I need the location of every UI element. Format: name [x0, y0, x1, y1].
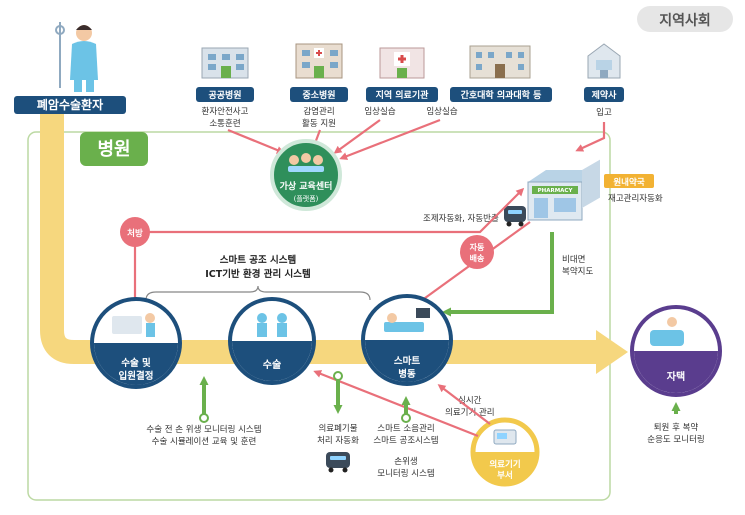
institution-name-0: 공공병원: [208, 89, 241, 101]
ward-note-line1: 스마트 소음관리: [377, 423, 434, 434]
device-note-line2: 의료기기 관리: [445, 407, 495, 418]
institution-note-4: 입고: [596, 108, 612, 118]
hospital-label: 병원: [97, 139, 130, 160]
device-icon: [493, 429, 517, 445]
region-label: 지역사회: [659, 12, 711, 29]
presurgery-note-line1: 수술 전 손 위생 모니터링 시스템: [146, 424, 261, 435]
stage-ward-line2: 병동: [398, 368, 416, 380]
stage-admission-line2: 입원결정: [119, 370, 154, 382]
waste-note-line2: 처리 자동화: [317, 436, 359, 446]
stage-surgery-line1: 수술: [263, 358, 281, 371]
patient-label-badge: [14, 96, 126, 114]
stage-home: [630, 305, 722, 397]
region-badge: [637, 6, 733, 32]
stage-admission-line1: 수술 및: [121, 357, 151, 369]
systems-line1: 스마트 공조 시스템: [220, 254, 297, 266]
hand-note-line1: 손위생: [394, 456, 417, 467]
systems-bracket: [145, 285, 371, 301]
pharmacy-badge-label: 원내약국: [613, 177, 644, 188]
auto-delivery-node: [460, 235, 494, 269]
institution-college: [469, 45, 531, 79]
home-note-line1: 퇴원 후 복약: [654, 422, 699, 433]
pharmacy-badge: [604, 174, 654, 188]
institution-name-1: 중소병원: [302, 89, 335, 101]
virtual-center-line1: 가상 교육센터: [280, 180, 333, 192]
stage-home-line1: 자택: [667, 370, 685, 383]
green-node-presurgery: [199, 413, 209, 423]
institution-note-2: 임상실습: [364, 106, 395, 117]
patient-flow-arrow: [40, 110, 598, 364]
ward-note-line2: 스마트 공조시스템: [373, 435, 438, 446]
institution-small-hospital: [295, 43, 343, 79]
auto-delivery-line2: 배송: [470, 253, 485, 263]
stage-admission: [90, 297, 182, 389]
hand-note-line2: 모니터링 시스템: [377, 468, 434, 479]
waste-robot-icon: [326, 452, 350, 473]
institution-note-1b: 활동 지원: [302, 118, 336, 129]
prescription-node: [120, 217, 150, 247]
presurgery-note-line2: 수술 시뮬레이션 교육 및 훈련: [152, 436, 257, 447]
institution-name-3: 간호대학 의과대학 등: [461, 89, 542, 101]
virtual-center-line2: (플랫폼): [294, 194, 319, 203]
device-dept-fill: [475, 452, 535, 482]
prescription-arrow: [133, 187, 525, 300]
institution-name-4: 제약사: [592, 89, 618, 101]
institution-note-0a: 환자안전사고: [202, 106, 249, 117]
device-dept-arrows: [313, 370, 491, 438]
auto-delivery-line1: 자동: [470, 242, 485, 252]
institution-note-3: 임상실습: [426, 106, 457, 117]
nonface-line1: 비대면: [562, 254, 585, 265]
virtual-center-circle: [270, 139, 342, 211]
patient-label: 폐암수술환자: [37, 97, 103, 112]
device-dept-line2: 부서: [497, 470, 513, 481]
stage-ward-line1: 스마트: [394, 355, 420, 367]
nonface-line2: 복약지도: [562, 266, 593, 277]
prescription-label: 처방: [127, 228, 143, 239]
institution-note-0b: 소통훈련: [209, 118, 240, 129]
virtual-center-illustration: [288, 153, 324, 172]
hospital-label-badge: [80, 132, 148, 166]
waste-note-line1: 의료폐기물: [318, 423, 357, 434]
institution-to-center-arrows: [227, 118, 606, 160]
pharmacy-building: [527, 159, 600, 221]
device-dept-line1: 의료기기: [489, 459, 520, 470]
institution-labels: 공공병원 환자안전사고 소통훈련 중소병원 감염관리 활동 지원 지역 의료기관…: [196, 87, 624, 129]
waste-node: [333, 371, 343, 381]
institution-pharma: [587, 43, 621, 79]
green-node-ward: [401, 413, 411, 423]
systems-line2: ICT기반 환경 관리 시스템: [205, 268, 311, 280]
institution-local-clinic: [379, 47, 425, 79]
institution-note-1a: 감염관리: [303, 106, 334, 117]
nurse-illustration: [55, 22, 98, 92]
institution-public-hospital: [201, 47, 249, 79]
home-note-line2: 순응도 모니터링: [647, 434, 704, 445]
patient-flow-arrowhead: [596, 330, 628, 374]
device-note-line1: 실시간: [458, 395, 482, 406]
stage-smart-ward: [361, 294, 453, 386]
pharmacy-sign: PHARMACY: [538, 188, 574, 194]
institution-name-2: 지역 의료기관: [376, 89, 430, 101]
robot-note: 조제자동화, 자동반출: [423, 213, 499, 224]
pharmacy-note: 재고관리자동화: [608, 193, 663, 204]
nonface-arrow: [442, 232, 554, 317]
stage-surgery: [228, 297, 316, 385]
delivery-robot-icon: [504, 206, 526, 227]
